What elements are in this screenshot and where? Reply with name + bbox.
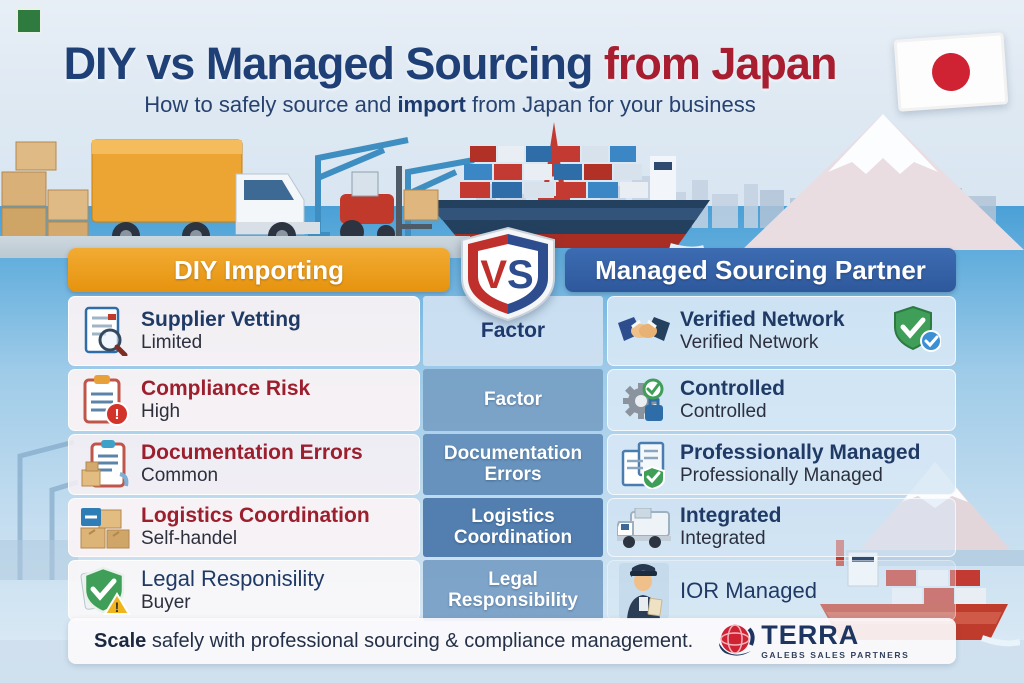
japan-flag — [893, 32, 1009, 112]
vs-shield-icon: VS — [454, 226, 562, 322]
row-title: Controlled — [680, 376, 785, 400]
cargo-boxes-icon — [77, 502, 133, 554]
clipboard-alert-icon: ! — [77, 374, 133, 426]
logo-name: TERRA — [761, 620, 860, 651]
green-shield-check-icon — [891, 305, 942, 358]
row-title: Legal Responisility — [141, 566, 325, 592]
row-value: High — [141, 400, 181, 422]
row-title: Integrated — [680, 504, 782, 528]
diy-cell-legal-responsibility: ! Legal Responisility Buyer — [68, 560, 420, 621]
row-value: Controlled — [680, 400, 767, 422]
managed-cell-controlled: Controlled Controlled — [607, 369, 956, 431]
row-title: Logistics Coordination — [141, 504, 370, 528]
factor-cell: Documentation Errors — [423, 434, 603, 495]
managed-cell-verified-network: Verified Network Verified Network — [607, 296, 956, 366]
terra-globe-icon — [719, 624, 755, 656]
table-row: Logistics Coordination Self-handel Logis… — [68, 498, 956, 557]
svg-text:!: ! — [115, 599, 120, 615]
row-value: Limited — [141, 331, 203, 353]
table-row: ! Legal Responisility Buyer Legal Respon… — [68, 560, 956, 621]
row-title: Verified Network — [680, 307, 845, 331]
row-value: Self-handel — [141, 528, 238, 550]
gear-check-icon — [616, 374, 672, 426]
managed-cell-integrated: Integrated Integrated — [607, 498, 956, 557]
page-subtitle: How to safely source and import from Jap… — [144, 92, 756, 117]
page-title: DIY vs Managed Sourcing from Japan — [0, 38, 900, 90]
row-value: Professionally Managed — [680, 465, 883, 487]
truck-icon — [616, 502, 672, 554]
managed-cell-professionally-managed: Professionally Managed Professionally Ma… — [607, 434, 956, 495]
footer-tagline: Scale safely with professional sourcing … — [94, 629, 694, 652]
footer-bar: Scale safely with professional sourcing … — [68, 618, 956, 664]
terra-logo: TERRA GALEBS SALES PARTNERS — [715, 621, 909, 661]
handshake-icon — [616, 305, 672, 357]
documents-shield-icon — [616, 439, 672, 491]
managed-column-header: Managed Sourcing Partner — [565, 248, 956, 292]
background-left-cranes — [0, 439, 78, 580]
container-ship — [424, 146, 710, 253]
row-title: Documentation Errors — [141, 441, 363, 465]
diy-cell-compliance-risk: ! Compliance Risk High — [68, 369, 420, 431]
factor-cell: Logistics Coordination — [423, 498, 603, 557]
shield-warning-icon: ! — [77, 565, 133, 617]
row-value: Verified Network — [680, 331, 819, 353]
logo-subtitle: GALEBS SALES PARTNERS — [761, 650, 910, 661]
row-title: Professionally Managed — [680, 441, 921, 465]
table-row: ! Compliance Risk High Factor — [68, 369, 956, 431]
row-value: Buyer — [141, 591, 191, 613]
title-main: DIY vs Managed Sourcing — [63, 38, 594, 89]
row-title: IOR Managed — [680, 577, 817, 603]
row-title: Supplier Vetting — [141, 307, 301, 331]
japan-flag-sun — [930, 51, 972, 93]
table-row: Documentation Errors Common Documentatio… — [68, 434, 956, 495]
diy-cell-documentation-errors: Documentation Errors Common — [68, 434, 420, 495]
diy-cell-logistics-coordination: Logistics Coordination Self-handel — [68, 498, 420, 557]
corner-accent — [16, 8, 42, 34]
managed-cell-ior-managed: IOR Managed — [607, 560, 956, 621]
svg-text:VS: VS — [480, 253, 533, 297]
factor-cell: Legal Responsibility — [423, 560, 603, 621]
clipboard-boxes-icon — [77, 439, 133, 491]
svg-text:!: ! — [115, 406, 120, 423]
customs-officer-icon — [616, 562, 672, 619]
document-magnifier-icon — [77, 305, 133, 357]
factor-cell: Factor — [423, 369, 603, 431]
diy-column-header: DIY Importing — [68, 248, 450, 292]
table-row: Supplier Vetting Limited Factor Verified… — [68, 296, 956, 366]
diy-cell-supplier-vetting: Supplier Vetting Limited — [68, 296, 420, 366]
row-value: Integrated — [680, 528, 766, 550]
mount-fuji — [742, 114, 1024, 250]
row-value: Common — [141, 465, 219, 487]
title-accent: from Japan — [592, 38, 838, 89]
row-title: Compliance Risk — [141, 376, 311, 400]
